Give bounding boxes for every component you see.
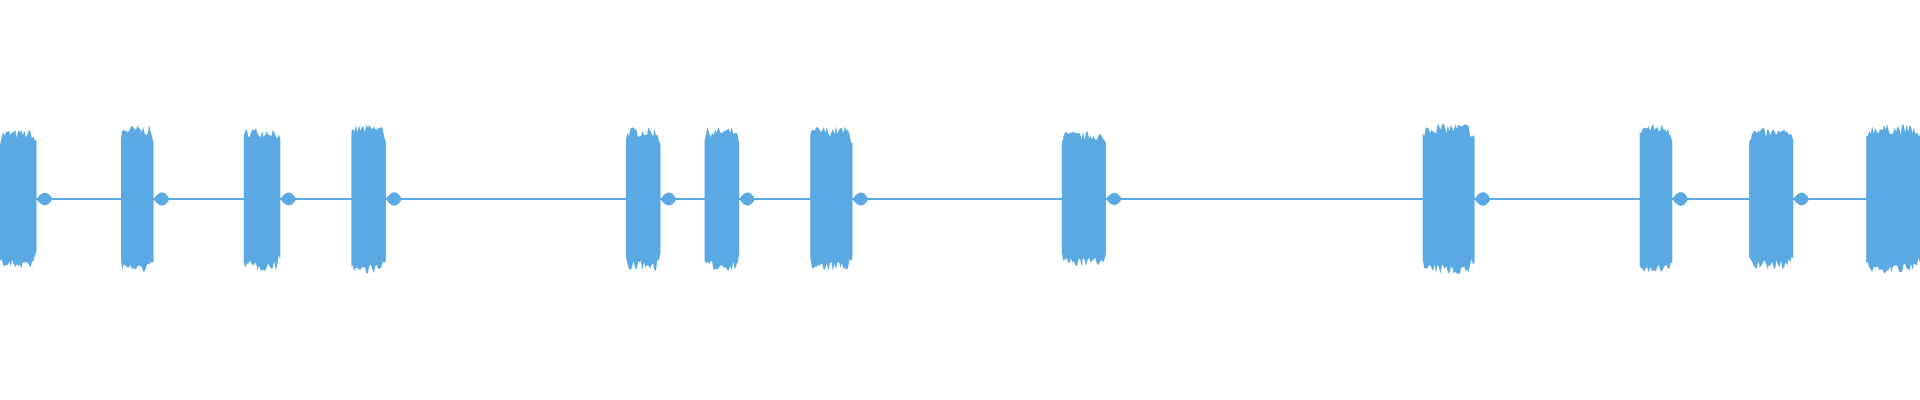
waveform-tail-1 (36, 192, 53, 206)
waveform-tail-7 (852, 192, 869, 206)
waveform-tail-6 (739, 192, 756, 206)
waveform-tail-8 (1105, 192, 1122, 206)
waveform-tail-10 (1672, 192, 1689, 206)
waveform-burst-2 (121, 125, 154, 272)
waveform-tail-9 (1474, 192, 1491, 206)
waveform-tail-4 (385, 192, 402, 206)
waveform-tail-2 (153, 192, 170, 206)
waveform-burst-1 (0, 129, 37, 269)
waveform-tail-11 (1793, 192, 1810, 206)
waveform-series (0, 123, 1920, 275)
waveform-tail-3 (280, 192, 297, 206)
waveform-burst-10 (1639, 123, 1673, 273)
waveform-burst-11 (1749, 128, 1794, 270)
waveform-burst-12 (1866, 124, 1920, 274)
waveform-burst-8 (1061, 131, 1106, 267)
waveform-baseline (0, 198, 1920, 200)
waveform-burst-7 (810, 126, 853, 272)
waveform-burst-9 (1422, 123, 1475, 275)
waveform-burst-3 (243, 128, 281, 271)
waveform-tail-5 (660, 192, 677, 206)
waveform-burst-4 (351, 124, 386, 274)
waveform-burst-6 (704, 127, 740, 271)
waveform-burst-5 (625, 127, 661, 271)
